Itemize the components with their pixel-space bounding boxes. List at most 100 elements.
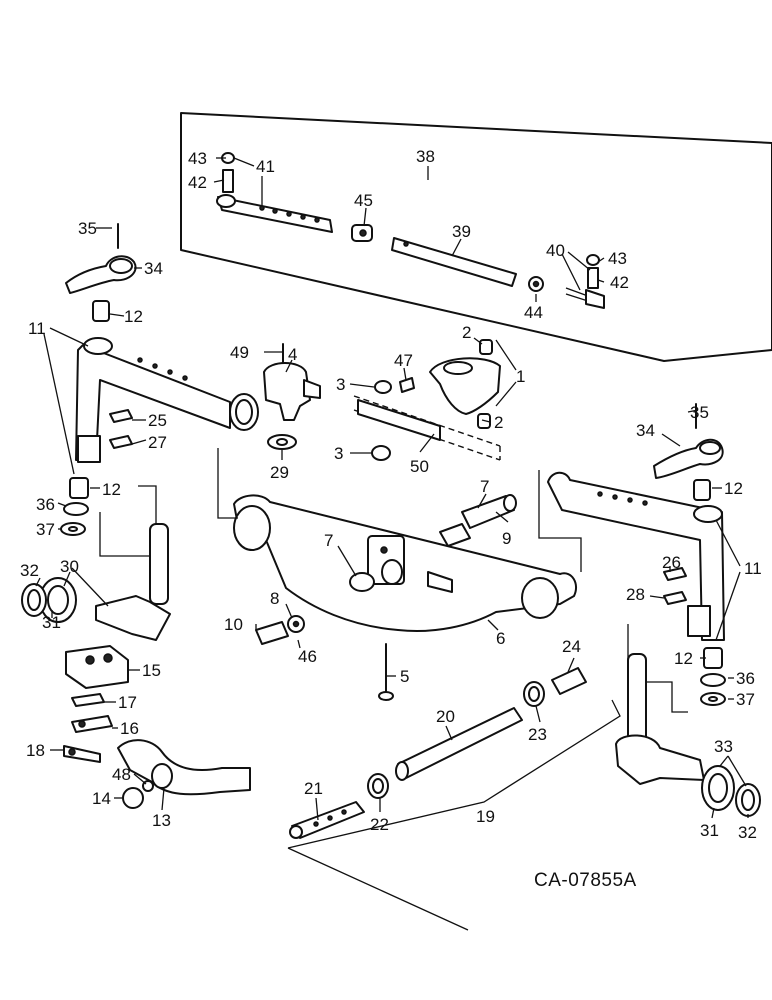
axle-extension-right [547,471,725,641]
callout-12-lower-left: 12 [102,480,121,499]
bushing-lower-right [703,647,723,669]
callout-9: 9 [502,529,511,548]
callout-3-lower: 3 [334,444,343,463]
callout-3-upper: 3 [336,375,345,394]
pivot-pin-50 [353,395,501,461]
callout-39: 39 [452,222,471,241]
drag-link-13 [117,739,251,796]
collar-23 [523,681,545,707]
dust-seal-left [21,583,47,617]
collar-22 [367,773,389,799]
axle-extension-left [75,337,259,463]
thrust-washer-29 [267,434,297,450]
callout-8: 8 [270,589,279,608]
callout-32-right: 32 [738,823,757,842]
callout-40: 40 [546,241,565,260]
pin-10 [255,621,289,645]
callout-50: 50 [410,457,429,476]
callout-43-right: 43 [608,249,627,268]
lever-21 [289,801,365,839]
callout-49: 49 [230,343,249,362]
callout-1: 1 [516,367,525,386]
callout-16: 16 [120,719,139,738]
callout-37-left: 37 [36,520,55,539]
callout-31-right: 31 [700,821,719,840]
callout-36-left: 36 [36,495,55,514]
callout-20: 20 [436,707,455,726]
hub-seal-left [39,577,77,623]
plate-16 [71,715,113,733]
callout-35: 35 [78,219,97,238]
callout-15: 15 [142,661,161,680]
callout-45: 45 [354,191,373,210]
washer-right [700,692,726,706]
tube-9 [461,494,517,529]
callout-34-right: 34 [636,421,655,440]
block-15 [65,645,129,689]
callout-12-upper-left: 12 [124,307,143,326]
cross-shaft-20 [395,707,523,781]
callout-11-right: 11 [744,559,762,578]
callout-labels: 43 41 42 38 45 39 40 43 42 44 35 34 12 1… [20,147,762,891]
callout-12-upper-right: 12 [724,479,743,498]
spindle-left [95,523,171,641]
callout-22: 22 [370,815,389,834]
callout-35-right: 35 [690,403,709,422]
callout-17: 17 [118,693,137,712]
bushing-upper-left [92,300,110,322]
callout-12-lower-right: 12 [674,649,693,668]
drawing-reference-number: CA-07855A [534,870,637,891]
callout-46: 46 [298,647,317,666]
thrust-bearing-right [700,673,726,687]
callout-42: 42 [188,173,207,192]
callout-4: 4 [288,345,297,364]
fitting-3-upper [374,380,392,394]
callout-38: 38 [416,147,435,166]
lock-47 [399,377,415,393]
callout-26: 26 [662,553,681,572]
leader-lines [35,157,749,821]
bracket-1 [429,357,501,415]
callout-2-lower: 2 [494,413,503,432]
cross-shaft-box [287,699,621,931]
callout-19: 19 [476,807,495,826]
clip-28 [663,591,687,605]
washer-8 [287,615,305,633]
callout-11-left: 11 [28,319,46,338]
plate-17 [71,693,105,707]
callout-29: 29 [270,463,289,482]
callout-43: 43 [188,149,207,168]
fitting-3-lower [371,445,391,461]
tie-rod-inset-box [180,112,772,362]
callout-18: 18 [26,741,45,760]
callout-34: 34 [144,259,163,278]
callout-14: 14 [92,789,111,808]
tie-rod-tube [391,237,517,287]
callout-2-upper: 2 [462,323,471,342]
steering-arm-right [653,403,724,479]
ball-14 [122,787,144,809]
spindle-right [615,653,705,785]
callout-6: 6 [496,629,505,648]
tie-rod-clamp [351,224,373,242]
callout-25: 25 [148,411,167,430]
callout-42-right: 42 [610,273,629,292]
callout-13: 13 [152,811,171,830]
callout-7-right: 7 [480,477,489,496]
callout-32-left: 32 [20,561,39,580]
callout-33: 33 [714,737,733,756]
callout-31-left: 31 [42,613,61,632]
callout-27: 27 [148,433,167,452]
plate-18 [63,745,101,763]
thrust-bearing-left [63,502,89,516]
callout-41: 41 [256,157,275,176]
bushing-lower-left [69,477,89,499]
bushing-7-front [349,572,375,592]
pivot-bracket-4 [263,343,321,421]
tie-rod-end-right [565,254,605,309]
callout-7-left: 7 [324,531,333,550]
jam-nut [528,276,544,292]
callout-21: 21 [304,779,323,798]
callout-24: 24 [562,637,581,656]
